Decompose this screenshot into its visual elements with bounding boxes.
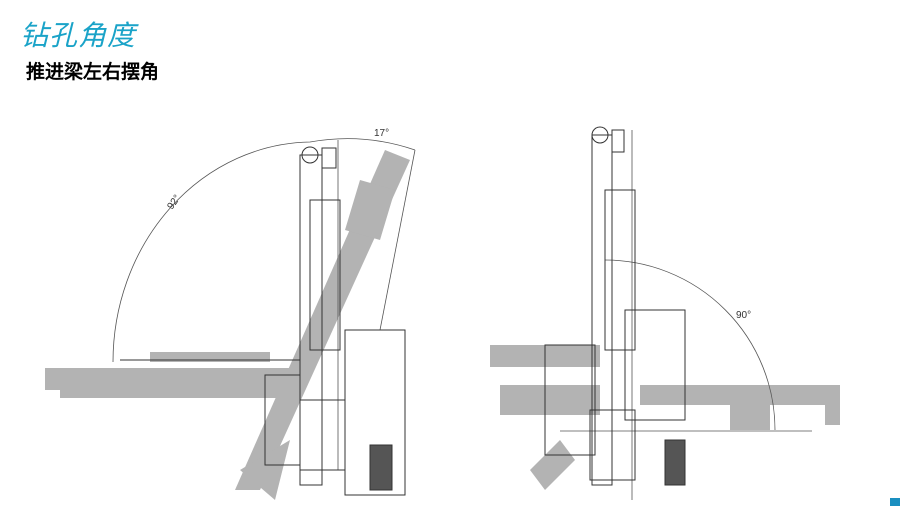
drawing-left-swing: 92° 17° bbox=[45, 128, 416, 500]
drill-rig-drawing bbox=[120, 146, 406, 496]
ghost-positions bbox=[45, 150, 410, 500]
angle-label-90: 90° bbox=[736, 310, 751, 321]
ghost-positions bbox=[490, 345, 840, 490]
page-subtitle: 推进梁左右摆角 bbox=[26, 61, 160, 83]
drill-rig-drawing bbox=[544, 126, 686, 486]
swing-arc bbox=[112, 138, 416, 363]
angle-label-92: 92° bbox=[165, 193, 183, 212]
page-title: 钻孔角度 bbox=[20, 19, 137, 52]
angle-label-17: 17° bbox=[374, 128, 389, 139]
drawing-right-swing: 90° bbox=[490, 126, 840, 500]
swing-arc bbox=[604, 259, 776, 431]
slide-corner-marker bbox=[890, 498, 900, 506]
